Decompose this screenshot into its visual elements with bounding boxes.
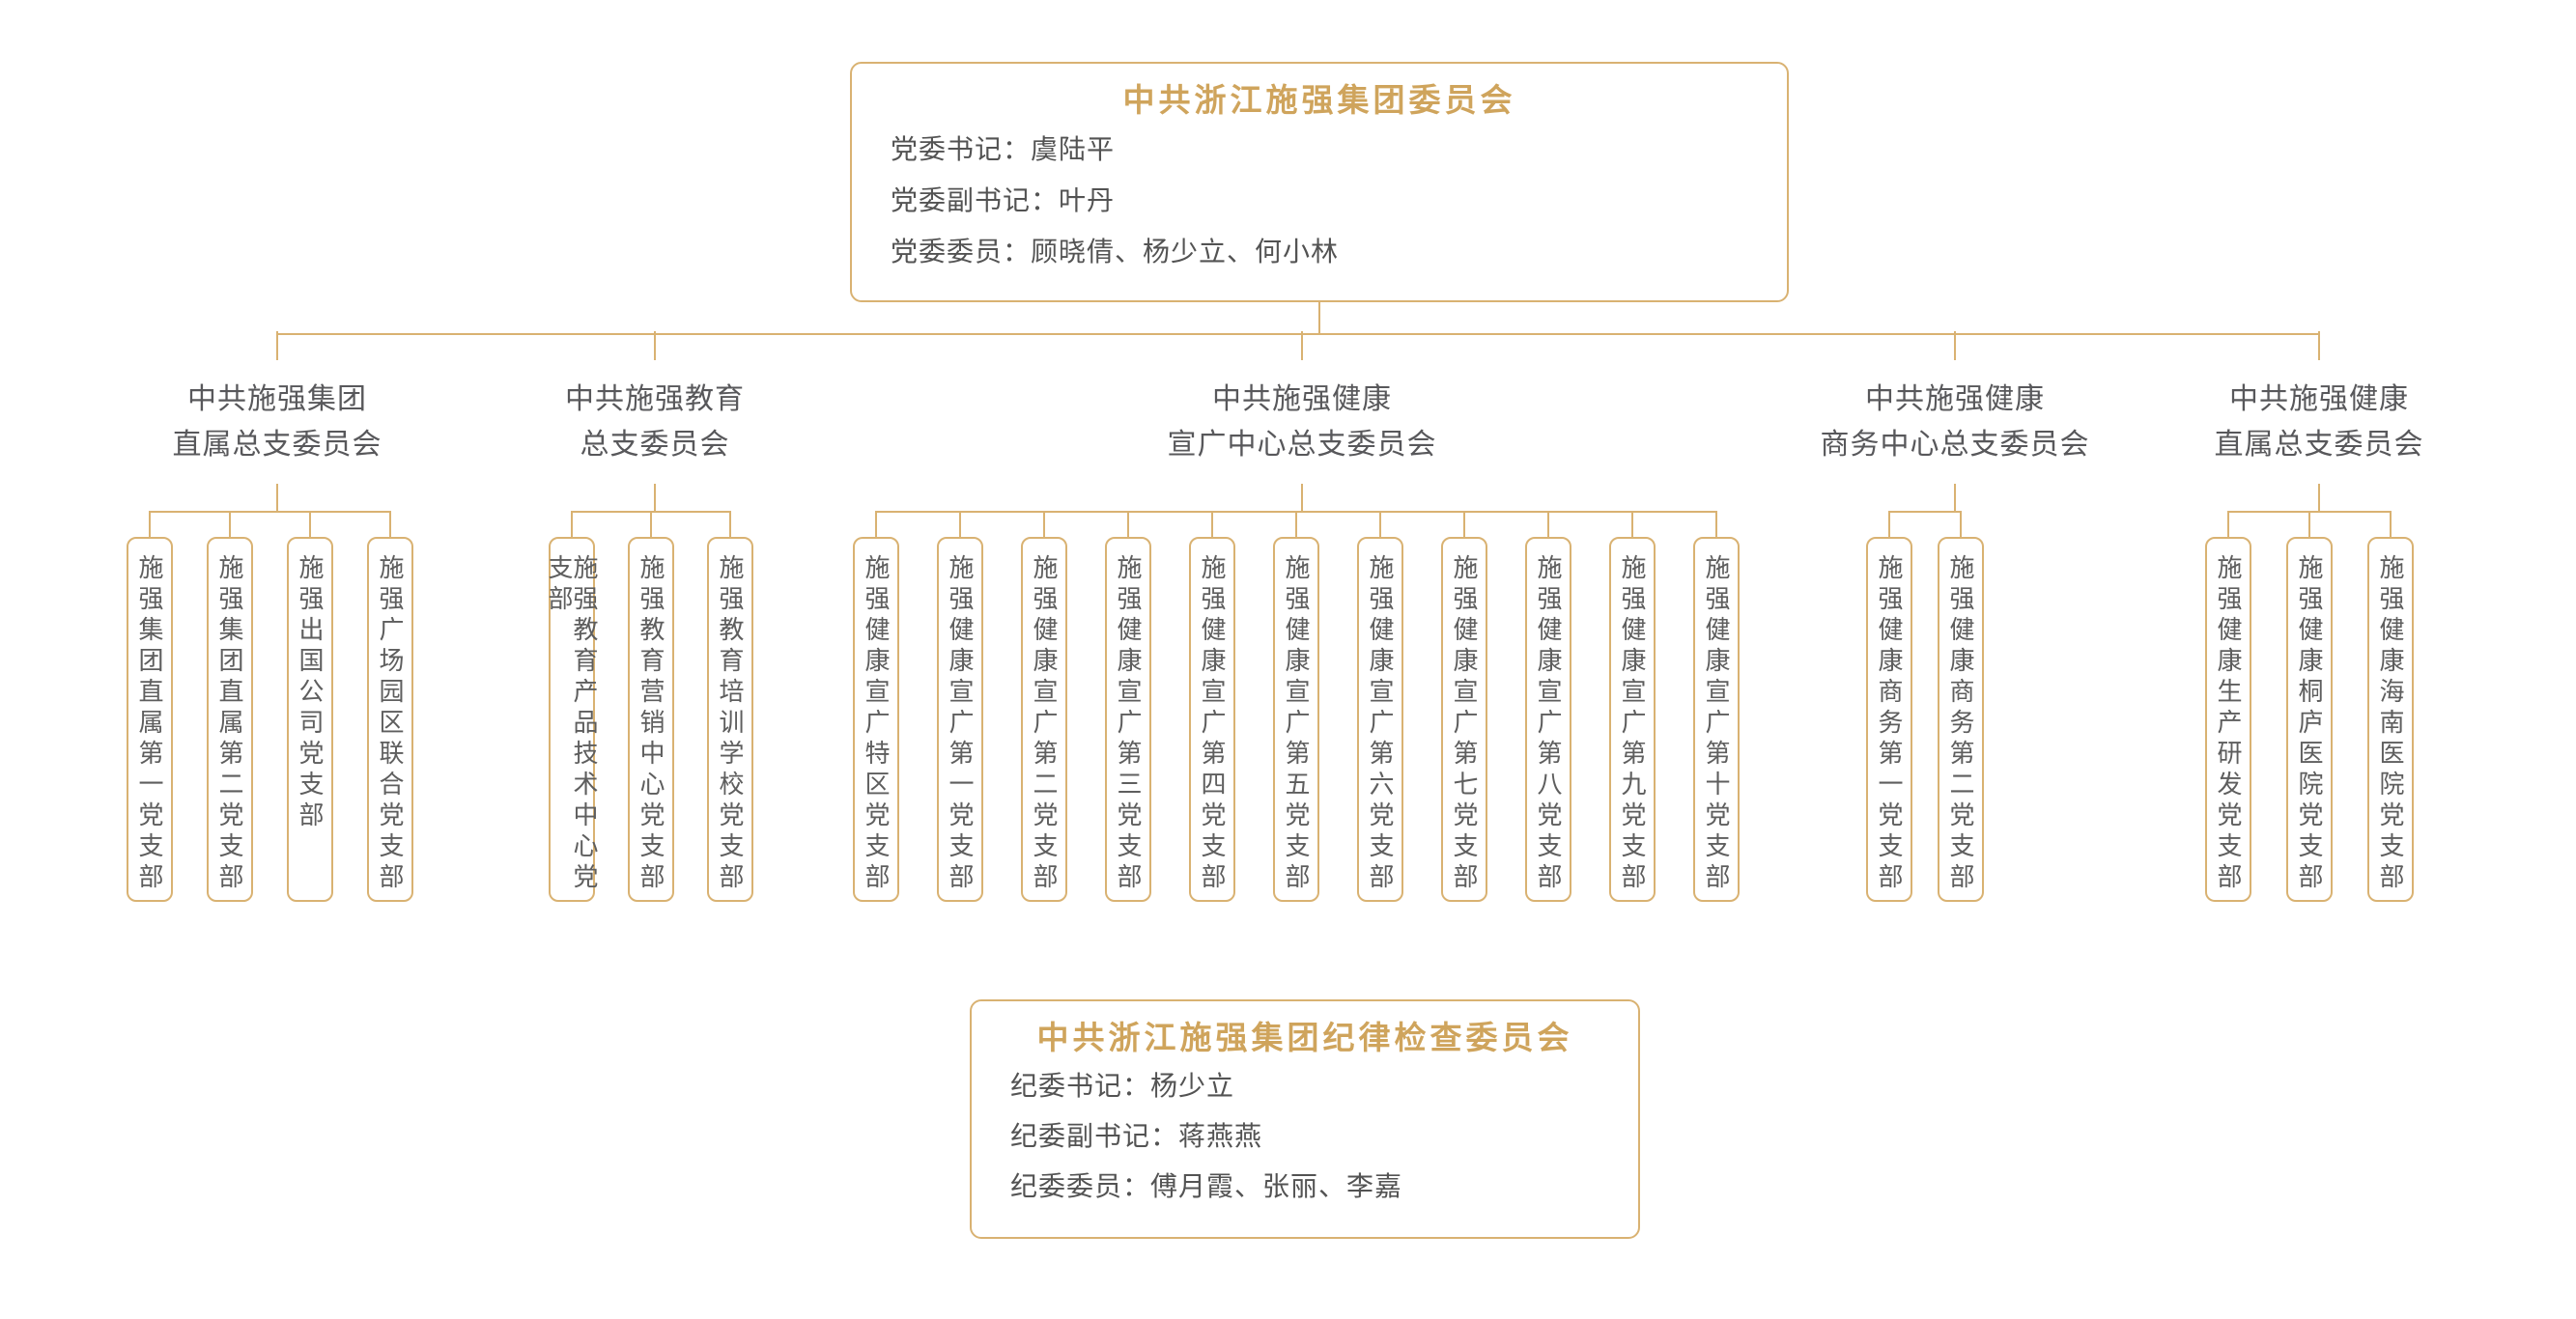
party-members-row: 党委委员：顾晓倩、杨少立、何小林 [891, 236, 1340, 267]
party-branch-box: 施强集团直属第二党支部 [207, 511, 253, 902]
party-deputy-secretary-row: 党委副书记：叶丹 [891, 184, 1116, 215]
party-branch-box: 施强教育产品技术中心党支部 [545, 511, 599, 902]
party-branch-box: 施强健康宣广第二党支部 [1021, 511, 1067, 902]
discipline-secretary-row: 纪委书记：杨少立 [1010, 1071, 1235, 1101]
connector-group-line [150, 511, 390, 513]
connector-main-line [276, 333, 2320, 335]
party-branch-label: 施强广场园区联合党支部 [376, 554, 405, 894]
branch-header-group-direct: 中共施强集团 直属总支委员会 [95, 331, 460, 513]
party-branch-label: 施强健康宣广第六党支部 [1366, 554, 1395, 894]
party-branch-label: 施强健康宣广第七党支部 [1450, 554, 1479, 894]
party-secretary-row: 党委书记：虞陆平 [891, 133, 1116, 164]
party-branch-label: 施强集团直属第二党支部 [215, 554, 244, 894]
branch-header-health-business: 中共施强健康 商务中心总支委员会 [1773, 331, 2137, 513]
branch-header-line: 商务中心总支委员会 [1820, 429, 2090, 461]
branch-header-line: 总支委员会 [580, 429, 730, 461]
party-branch-box: 施强健康宣广第四党支部 [1189, 511, 1235, 902]
party-branch-box: 施强教育培训学校党支部 [707, 511, 753, 902]
party-branch-label: 施强健康宣广第一党支部 [946, 554, 975, 894]
connector-group-line [1889, 511, 1961, 513]
party-branch-box: 施强健康宣广第六党支部 [1357, 511, 1403, 902]
party-branch-label: 施强健康商务第二党支部 [1946, 554, 1975, 894]
party-branch-label: 施强健康海南医院党支部 [2376, 554, 2405, 894]
branch-children-health-direct: 施强健康生产研发党支部 施强健康桐庐医院党支部 施强健康海南医院党支部 [2205, 511, 2414, 902]
branch-header-line: 直属总支委员会 [172, 429, 382, 461]
branch-header-health-promo: 中共施强健康 宣广中心总支委员会 [1115, 331, 1489, 513]
party-branch-label: 施强健康宣广第十党支部 [1702, 554, 1731, 894]
discipline-members-row: 纪委委员：傅月霞、张丽、李嘉 [1010, 1171, 1403, 1201]
discipline-committee-rows: 纪委书记：杨少立 纪委副书记：蒋燕燕 纪委委员：傅月霞、张丽、李嘉 [972, 1059, 1638, 1210]
party-branch-label: 施强健康宣广第九党支部 [1618, 554, 1647, 894]
party-branch-box: 施强健康宣广第七党支部 [1441, 511, 1487, 902]
discipline-deputy-secretary-row: 纪委副书记：蒋燕燕 [1010, 1121, 1263, 1151]
party-branch-label: 施强健康宣广第三党支部 [1114, 554, 1143, 894]
branch-header-health-direct: 中共施强健康 直属总支委员会 [2162, 331, 2477, 513]
party-branch-box: 施强健康生产研发党支部 [2205, 511, 2251, 902]
branch-header-line: 中共施强教育 [565, 383, 745, 415]
party-branch-box: 施强集团直属第一党支部 [127, 511, 173, 902]
party-committee-box: 中共浙江施强集团委员会 党委书记：虞陆平 党委副书记：叶丹 党委委员：顾晓倩、杨… [850, 62, 1789, 335]
party-committee-title: 中共浙江施强集团委员会 [1122, 82, 1516, 118]
party-branch-box: 施强教育营销中心党支部 [628, 511, 674, 902]
branch-header-line: 宣广中心总支委员会 [1167, 429, 1437, 461]
party-branch-label: 施强出国公司党支部 [296, 554, 325, 832]
party-committee-rows: 党委书记：虞陆平 党委副书记：叶丹 党委委员：顾晓倩、杨少立、何小林 [852, 122, 1787, 275]
branch-header-line: 中共施强集团 [187, 383, 367, 415]
party-branch-box: 施强广场园区联合党支部 [367, 511, 413, 902]
party-branch-box: 施强健康宣广第三党支部 [1105, 511, 1151, 902]
branch-header-line: 中共施强健康 [1212, 383, 1392, 415]
branch-header-line: 直属总支委员会 [2214, 429, 2424, 461]
party-branch-box: 施强健康商务第二党支部 [1938, 511, 1984, 902]
party-branch-label: 施强集团直属第一党支部 [135, 554, 164, 894]
branch-header-education: 中共施强教育 总支委员会 [472, 331, 837, 513]
branch-children-education: 施强教育产品技术中心党支部 施强教育营销中心党支部 施强教育培训学校党支部 [545, 511, 753, 902]
branch-children-group-direct: 施强集团直属第一党支部 施强集团直属第二党支部 施强出国公司党支部 施强广场园区… [127, 511, 413, 902]
party-branch-box: 施强健康商务第一党支部 [1866, 511, 1912, 902]
party-branch-box: 施强健康海南医院党支部 [2367, 511, 2414, 902]
party-branch-label: 施强健康宣广第四党支部 [1198, 554, 1227, 894]
party-branch-box: 施强健康宣广第一党支部 [937, 511, 983, 902]
branch-header-line: 中共施强健康 [2229, 383, 2409, 415]
party-branch-box: 施强健康宣广第九党支部 [1609, 511, 1656, 902]
party-branch-box: 施强健康宣广第五党支部 [1273, 511, 1319, 902]
branch-header-line: 中共施强健康 [1865, 383, 2045, 415]
branch-children-health-promo: 施强健康宣广特区党支部 施强健康宣广第一党支部 施强健康宣广第二党支部 施强健康… [853, 511, 1740, 902]
party-branch-label: 施强健康宣广第五党支部 [1282, 554, 1311, 894]
party-branch-label: 施强教育产品技术中心党支部 [545, 554, 599, 894]
party-branch-label: 施强教育培训学校党支部 [716, 554, 745, 894]
party-branch-label: 施强健康宣广特区党支部 [862, 554, 891, 894]
party-branch-box: 施强健康宣广第十党支部 [1693, 511, 1740, 902]
party-branch-box: 施强健康宣广第八党支部 [1525, 511, 1571, 902]
party-branch-label: 施强健康宣广第八党支部 [1534, 554, 1563, 894]
party-branch-box: 施强健康桐庐医院党支部 [2286, 511, 2333, 902]
discipline-committee-box: 中共浙江施强集团纪律检查委员会 纪委书记：杨少立 纪委副书记：蒋燕燕 纪委委员：… [970, 999, 1640, 1239]
party-branch-box: 施强出国公司党支部 [287, 511, 333, 902]
party-branch-label: 施强健康桐庐医院党支部 [2295, 554, 2324, 894]
party-branch-label: 施强健康商务第一党支部 [1875, 554, 1904, 894]
branch-children-health-business: 施强健康商务第一党支部 施强健康商务第二党支部 [1866, 511, 1984, 902]
party-branch-box: 施强健康宣广特区党支部 [853, 511, 899, 902]
party-branch-label: 施强健康生产研发党支部 [2214, 554, 2243, 894]
party-branch-label: 施强健康宣广第二党支部 [1030, 554, 1059, 894]
party-branch-label: 施强教育营销中心党支部 [637, 554, 665, 894]
discipline-committee-title: 中共浙江施强集团纪律检查委员会 [1036, 1020, 1573, 1055]
